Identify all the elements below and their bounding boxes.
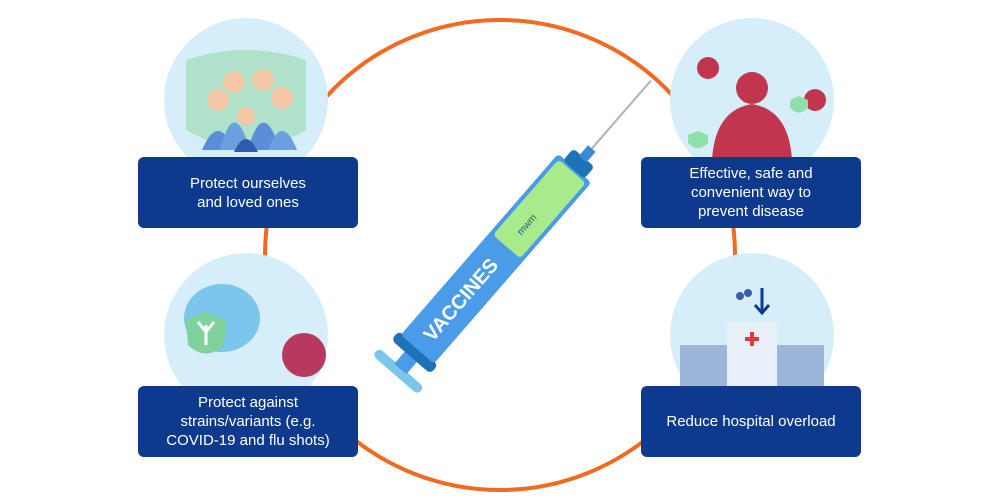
- benefit-card-protect-loved-ones: Protect ourselves and loved ones: [138, 157, 358, 228]
- benefit-card-protect-variants: Protect against strains/variants (e.g. C…: [138, 386, 358, 457]
- syringe-icon: VACCINES mwm: [374, 80, 652, 393]
- protected-person-icon: [670, 18, 834, 182]
- antibody-shield-virus-icon: [164, 253, 328, 417]
- family-shield-icon: [164, 18, 328, 182]
- benefit-card-reduce-hospital-overload: Reduce hospital overload: [641, 386, 861, 457]
- benefit-card-prevent-disease: Effective, safe and convenient way to pr…: [641, 157, 861, 228]
